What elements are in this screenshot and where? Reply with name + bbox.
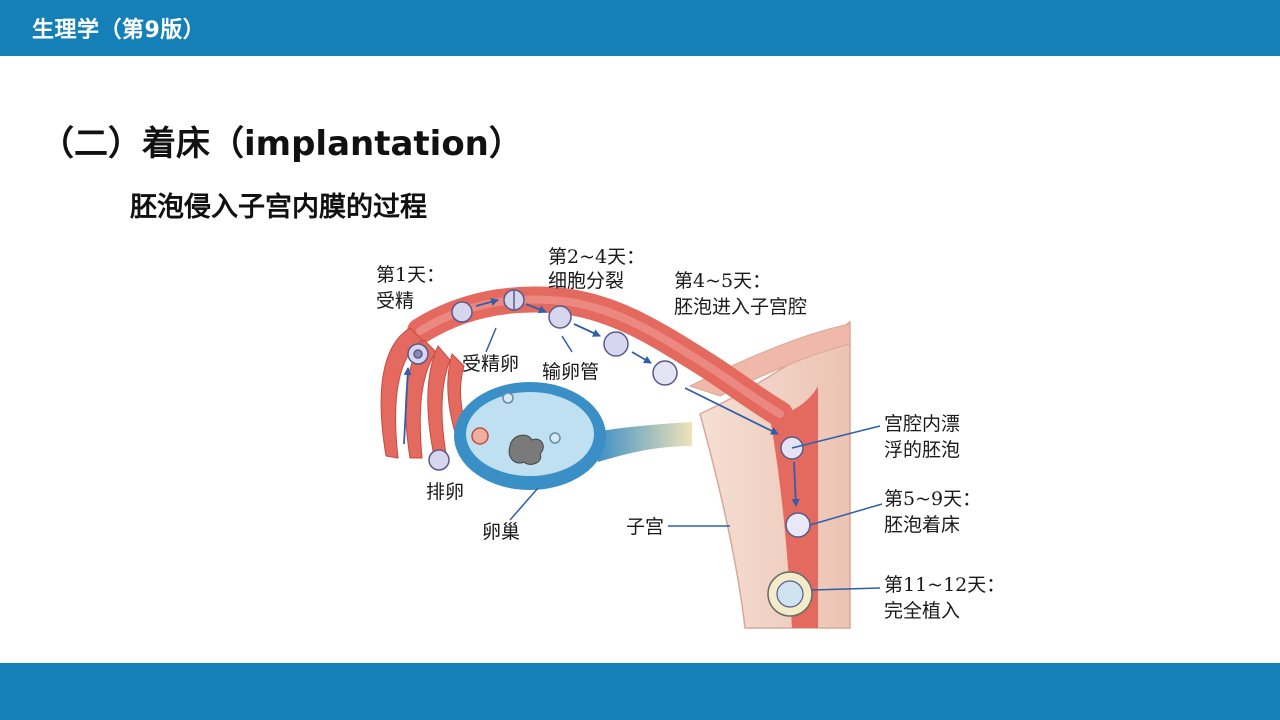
- label-day45-b: 胚泡进入子宫腔: [674, 296, 807, 318]
- label-fertilized-egg: 受精卵: [462, 353, 519, 375]
- corpus-luteum: [508, 434, 544, 465]
- slide-heading: （二）着床（implantation）: [40, 124, 523, 164]
- header-bar: 生理学（第9版）: [0, 0, 1280, 56]
- label-floating-a: 宫腔内漂: [884, 413, 960, 435]
- book-title: 生理学（第9版）: [32, 18, 206, 43]
- slide-subheading: 胚泡侵入子宫内膜的过程: [130, 192, 427, 223]
- label-day1-b: 受精: [376, 290, 414, 312]
- label-day1112-b: 完全植入: [884, 600, 960, 622]
- label-day1-a: 第1天：: [376, 264, 445, 286]
- ovarian-ligament: [595, 422, 692, 462]
- label-day1112-a: 第11~12天：: [884, 574, 1005, 596]
- leader-lines: [485, 327, 883, 591]
- progress-arrows: [403, 297, 800, 507]
- label-uterus: 子宫: [626, 516, 664, 538]
- label-day59-a: 第5~9天：: [884, 488, 981, 510]
- diagram-svg: 第1天： 受精 第2~4天： 细胞分裂 第4~5天： 胚泡进入子宫腔 受精卵 输…: [376, 246, 1005, 629]
- label-floating-b: 浮的胚泡: [884, 439, 960, 461]
- label-day59-b: 胚泡着床: [884, 514, 960, 536]
- label-day45-a: 第4~5天：: [674, 270, 771, 292]
- label-day24-b: 细胞分裂: [548, 270, 624, 292]
- ovary-inner: [466, 392, 594, 476]
- footer-bar: [0, 663, 1280, 720]
- label-day24-a: 第2~4天：: [548, 246, 645, 268]
- label-ovulation: 排卵: [426, 481, 464, 503]
- label-oviduct: 输卵管: [542, 361, 599, 383]
- label-ovary: 卵巢: [482, 521, 520, 543]
- implantation-diagram: 第1天： 受精 第2~4天： 细胞分裂 第4~5天： 胚泡进入子宫腔 受精卵 输…: [340, 236, 1020, 636]
